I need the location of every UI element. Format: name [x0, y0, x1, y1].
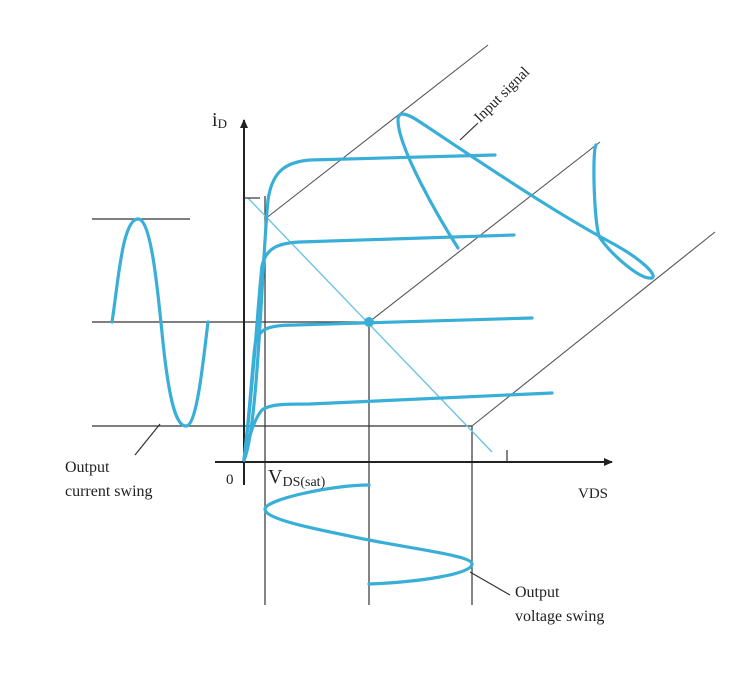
id-axis-label: iD — [212, 109, 227, 131]
vds-axis-label: VDS — [578, 486, 608, 502]
output-current-label-line2: current swing — [65, 483, 153, 500]
origin-label: 0 — [226, 472, 234, 488]
output-current-label-line1: Output — [65, 459, 110, 476]
input-signal-leader — [459, 122, 479, 141]
output-voltage-waveform — [263, 483, 474, 586]
vds-sat-label: VDS(sat) — [268, 466, 326, 490]
input-signal-waveform — [396, 112, 655, 280]
output-voltage-label-line1: Output — [515, 584, 560, 601]
characteristic-curve-3 — [242, 316, 534, 462]
output-current-waveform — [110, 217, 210, 428]
output-current-leader — [134, 423, 161, 456]
output-voltage-leader — [469, 571, 511, 596]
characteristic-curve-1 — [242, 153, 497, 462]
input-guide-q — [368, 141, 601, 323]
input-signal-label: Input signal — [472, 64, 534, 126]
input-guide-bottom — [471, 231, 716, 427]
output-voltage-label-line2: voltage swing — [515, 608, 604, 625]
input-guide-top — [264, 44, 489, 220]
q-point — [364, 317, 374, 327]
characteristic-curve-4 — [242, 391, 554, 462]
